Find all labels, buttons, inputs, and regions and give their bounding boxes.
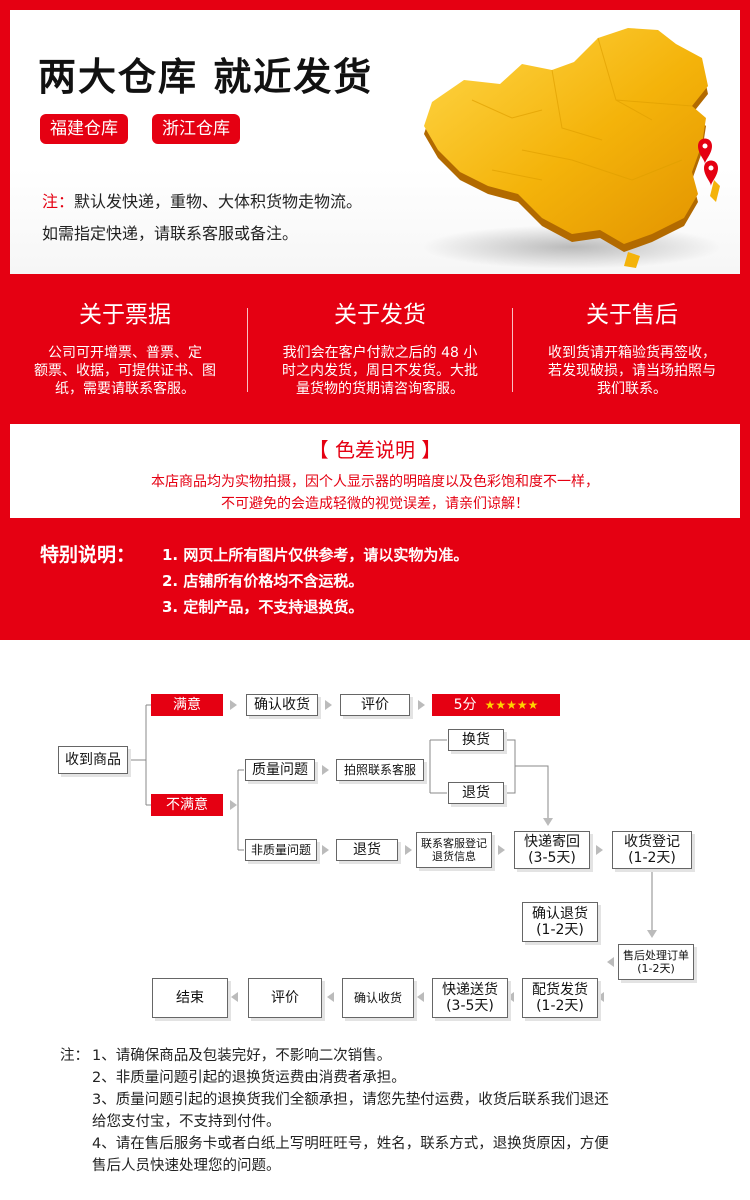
dispatch-line: (1-2天) <box>536 998 584 1014</box>
bottom-note-4: 4、请在售后服务卡或者白纸上写明旺旺号，姓名，联系方式，退换货原因，方便 <box>92 1136 609 1152</box>
bottom-note-prefix: 注： <box>60 1048 89 1064</box>
location-pin-icon <box>698 138 718 186</box>
express-send-line: (3-5天) <box>446 998 494 1014</box>
shipping-section: 关于发货 我们会在客户付款之后的 48 小 时之内发货，周日不发货。大批 量货物… <box>270 298 490 398</box>
flow-step-end: 结束 <box>152 978 228 1018</box>
flow-step-express-send: 快递送货(3-5天) <box>432 978 508 1018</box>
note-text-1: 默认发快递，重物、大体积货物走物流。 <box>74 192 363 211</box>
flow-branch-unsatisfied: 不满意 <box>151 794 223 816</box>
flowchart-connectors <box>128 700 657 1002</box>
flow-step-confirm-receipt: 确认收货 <box>246 694 318 716</box>
shipping-title: 关于发货 <box>334 302 426 328</box>
flow-step-review: 评价 <box>340 694 410 716</box>
flow-step-review-2: 评价 <box>248 978 322 1018</box>
flow-step-receive: 收到商品 <box>58 746 128 774</box>
shipping-line: 时之内发货，周日不发货。大批 <box>282 363 478 379</box>
flow-arrow-heads <box>230 700 657 1002</box>
flow-step-contact-register: 联系客服登记退货信息 <box>416 832 492 868</box>
flow-step-express-back: 快递寄回(3-5天) <box>514 831 590 869</box>
after-sales-body: 收到货请开箱验货再签收， 若发现破损，请当场拍照与 我们联系。 <box>522 344 742 398</box>
contact-register-line: 退货信息 <box>432 850 476 863</box>
column-divider <box>247 308 248 392</box>
express-send-line: 快递送货 <box>442 982 498 998</box>
dispatch-line: 配货发货 <box>532 982 588 998</box>
flow-step-after-sales: 售后处理订单(1-2天) <box>618 944 694 980</box>
flow-step-dispatch: 配货发货(1-2天) <box>522 978 598 1018</box>
special-note-item: 2. 店铺所有价格均不含运税。 <box>162 572 364 590</box>
invoice-line: 公司可开增票、普票、定 <box>48 345 202 361</box>
flow-step-photo-contact: 拍照联系客服 <box>336 759 424 781</box>
contact-register-line: 联系客服登记 <box>421 837 487 850</box>
receive-register-line: 收货登记 <box>624 834 680 850</box>
column-divider <box>512 308 513 392</box>
flow-step-five-star: 5分 ★★★★★ <box>432 694 560 716</box>
flow-step-confirm-return: 确认退货(1-2天) <box>522 902 598 942</box>
invoice-title: 关于票据 <box>79 302 171 328</box>
after-sales-line: (1-2天) <box>637 962 675 975</box>
shipping-line: 量货物的货期请咨询客服。 <box>296 381 464 397</box>
color-notice-line1: 本店商品均为实物拍摄，因个人显示器的明暗度以及色彩饱和度不一样， <box>151 474 599 490</box>
special-notes-label: 特别说明： <box>40 544 136 566</box>
receive-register-line: (1-2天) <box>628 850 676 866</box>
bottom-note-3: 3、质量问题引起的退换货我们全额承担，请您先垫付运费，收货后联系我们退还 <box>92 1092 609 1108</box>
warehouse-tag-fujian: 福建仓库 <box>40 114 128 144</box>
flow-step-non-quality-issue: 非质量问题 <box>245 839 317 861</box>
confirm-return-line: 确认退货 <box>532 906 588 922</box>
china-map-illustration <box>402 22 740 274</box>
shipping-body: 我们会在客户付款之后的 48 小 时之内发货，周日不发货。大批 量货物的货期请咨… <box>270 344 490 398</box>
shipping-line: 我们会在客户付款之后的 48 小 <box>282 345 478 361</box>
special-note-item: 3. 定制产品，不支持退换货。 <box>162 598 364 616</box>
flow-branch-satisfied: 满意 <box>151 694 223 716</box>
china-map-icon <box>422 28 722 269</box>
after-sales-line: 售后处理订单 <box>623 949 689 962</box>
invoice-line: 额票、收据，可提供证书、图 <box>34 363 216 379</box>
flow-step-return-2: 退货 <box>336 839 398 861</box>
color-notice-title: 【 色差说明 】 <box>308 438 442 462</box>
shipping-note-line2: 如需指定快递，请联系客服或备注。 <box>42 224 299 243</box>
bottom-note-3-cont: 给您支付宝，不支持到付件。 <box>92 1114 281 1130</box>
star-rating-icon: ★★★★★ <box>484 698 539 712</box>
after-sales-title: 关于售后 <box>586 302 678 328</box>
flow-step-return: 退货 <box>448 782 504 804</box>
invoice-section: 关于票据 公司可开增票、普票、定 额票、收据，可提供证书、图 纸，需要请联系客服… <box>15 298 235 398</box>
after-sales-line: 我们联系。 <box>597 381 667 397</box>
note-prefix: 注： <box>42 192 75 211</box>
confirm-return-line: (1-2天) <box>536 922 584 938</box>
warehouse-tag-zhejiang: 浙江仓库 <box>152 114 240 144</box>
flow-step-quality-issue: 质量问题 <box>245 759 315 781</box>
after-sales-line: 收到货请开箱验货再签收， <box>548 345 716 361</box>
bottom-note-2: 2、非质量问题引起的退换货运费由消费者承担。 <box>92 1070 406 1086</box>
after-sales-line: 若发现破损，请当场拍照与 <box>548 363 716 379</box>
flow-step-exchange: 换货 <box>448 729 504 751</box>
info-banner: 两大仓库 就近发货 福建仓库 浙江仓库 注：默认发快递，重物、大体积货物走物流。… <box>0 0 750 640</box>
express-back-line: (3-5天) <box>528 850 576 866</box>
after-sales-section: 关于售后 收到货请开箱验货再签收， 若发现破损，请当场拍照与 我们联系。 <box>522 298 742 398</box>
flow-step-confirm-receipt-2: 确认收货 <box>342 978 414 1018</box>
express-back-line: 快递寄回 <box>524 834 580 850</box>
page-title: 两大仓库 就近发货 <box>38 55 374 99</box>
invoice-line: 纸，需要请联系客服。 <box>55 381 195 397</box>
color-notice-line2: 不可避免的会造成轻微的视觉误差，请亲们谅解！ <box>221 496 529 512</box>
five-star-label: 5分 <box>453 697 477 713</box>
shipping-note-line1: 注：默认发快递，重物、大体积货物走物流。 <box>42 188 362 212</box>
invoice-body: 公司可开增票、普票、定 额票、收据，可提供证书、图 纸，需要请联系客服。 <box>15 344 235 398</box>
warehouse-card: 两大仓库 就近发货 福建仓库 浙江仓库 注：默认发快递，重物、大体积货物走物流。… <box>10 10 740 274</box>
bottom-note-4-cont: 售后人员快速处理您的问题。 <box>92 1158 281 1174</box>
special-note-item: 1. 网页上所有图片仅供参考，请以实物为准。 <box>162 546 469 564</box>
bottom-note-1: 1、请确保商品及包装完好，不影响二次销售。 <box>92 1048 392 1064</box>
flow-step-receive-register: 收货登记(1-2天) <box>612 831 692 869</box>
color-difference-notice: 【 色差说明 】 本店商品均为实物拍摄，因个人显示器的明暗度以及色彩饱和度不一样… <box>10 424 740 518</box>
